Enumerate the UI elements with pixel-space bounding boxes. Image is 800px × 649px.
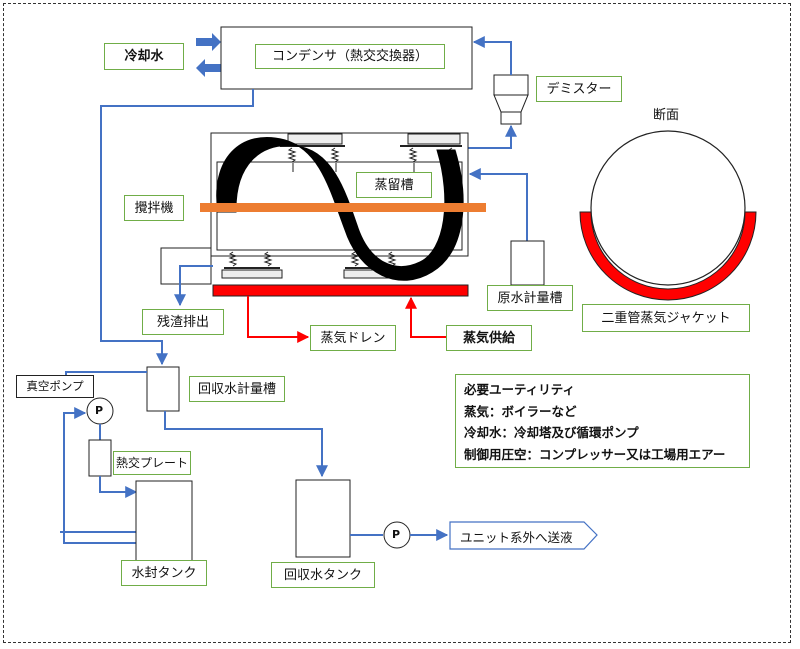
steam-drain-label: 蒸気ドレン <box>310 325 396 351</box>
utilities-line: 制御用圧空：コンプレッサー又は工場用エアー <box>464 446 726 462</box>
water-seal-tank-box <box>135 480 193 562</box>
recovery-to-tank-line <box>164 411 328 478</box>
steam-supply-line <box>405 296 446 338</box>
heat-plate-box <box>88 439 112 477</box>
cooling-water-in-arrow <box>196 33 221 51</box>
residue-line <box>174 265 213 307</box>
vapor-line-to-condenser <box>472 36 512 75</box>
cross-section-drawing <box>579 130 757 301</box>
utilities-line: 冷却水：冷却塔及び循環ポンプ <box>464 425 639 440</box>
condenser-label: コンデンサ（熱交交換器） <box>255 44 445 69</box>
cooling-water-out-arrow <box>196 59 221 77</box>
utilities-title: 必要ユーティリティ <box>464 382 576 397</box>
raw-water-meter-label: 原水計量槽 <box>487 285 573 311</box>
utilities-box: 必要ユーティリティ 蒸気：ボイラーなど 冷却水：冷却塔及び循環ポンプ 制御用圧空… <box>455 374 750 468</box>
vacuum-pump-label: 真空ポンプ <box>16 375 94 398</box>
agitator-label: 攪拌機 <box>124 195 184 221</box>
unit-out-label: ユニット系外へ送液 <box>460 530 573 545</box>
utilities-line: 蒸気：ボイラーなど <box>464 403 577 419</box>
steam-drain-line <box>247 296 310 343</box>
recovery-tank-label: 回収水タンク <box>271 562 375 588</box>
agitator-shaft <box>200 203 486 212</box>
diagram-frame <box>3 3 791 643</box>
demister-vessel <box>493 74 529 125</box>
demister-label: デミスター <box>536 76 622 102</box>
recovery-meter-box <box>146 366 180 412</box>
unit-out-shape <box>449 521 598 550</box>
steam-supply-label: 蒸気供給 <box>446 325 532 351</box>
water-seal-tank-label: 水封タンク <box>121 560 207 586</box>
still-tank-label: 蒸留槽 <box>356 172 432 198</box>
recovery-meter-label: 回収水計量槽 <box>189 376 285 402</box>
raw-water-meter-box <box>510 240 545 286</box>
cross-section-label: 断面 <box>653 108 680 123</box>
cooling-water-label: 冷却水 <box>104 43 184 70</box>
recovery-tank-box <box>295 479 351 558</box>
plate-to-seal-line <box>99 476 138 498</box>
seal-return-line <box>63 407 136 544</box>
condensate-line <box>100 89 254 366</box>
residue-discharge-label: 残渣排出 <box>142 309 224 335</box>
double-pipe-jacket-label: 二重管蒸気ジャケット <box>582 304 750 332</box>
steam-jacket-bar <box>212 284 469 297</box>
feed-line <box>468 168 528 241</box>
vapor-line-to-demister <box>468 124 517 149</box>
transfer-pump-letter: P <box>392 528 401 541</box>
heat-plate-label: 熱交プレート <box>113 451 191 475</box>
vacuum-pump-letter: P <box>95 404 104 417</box>
